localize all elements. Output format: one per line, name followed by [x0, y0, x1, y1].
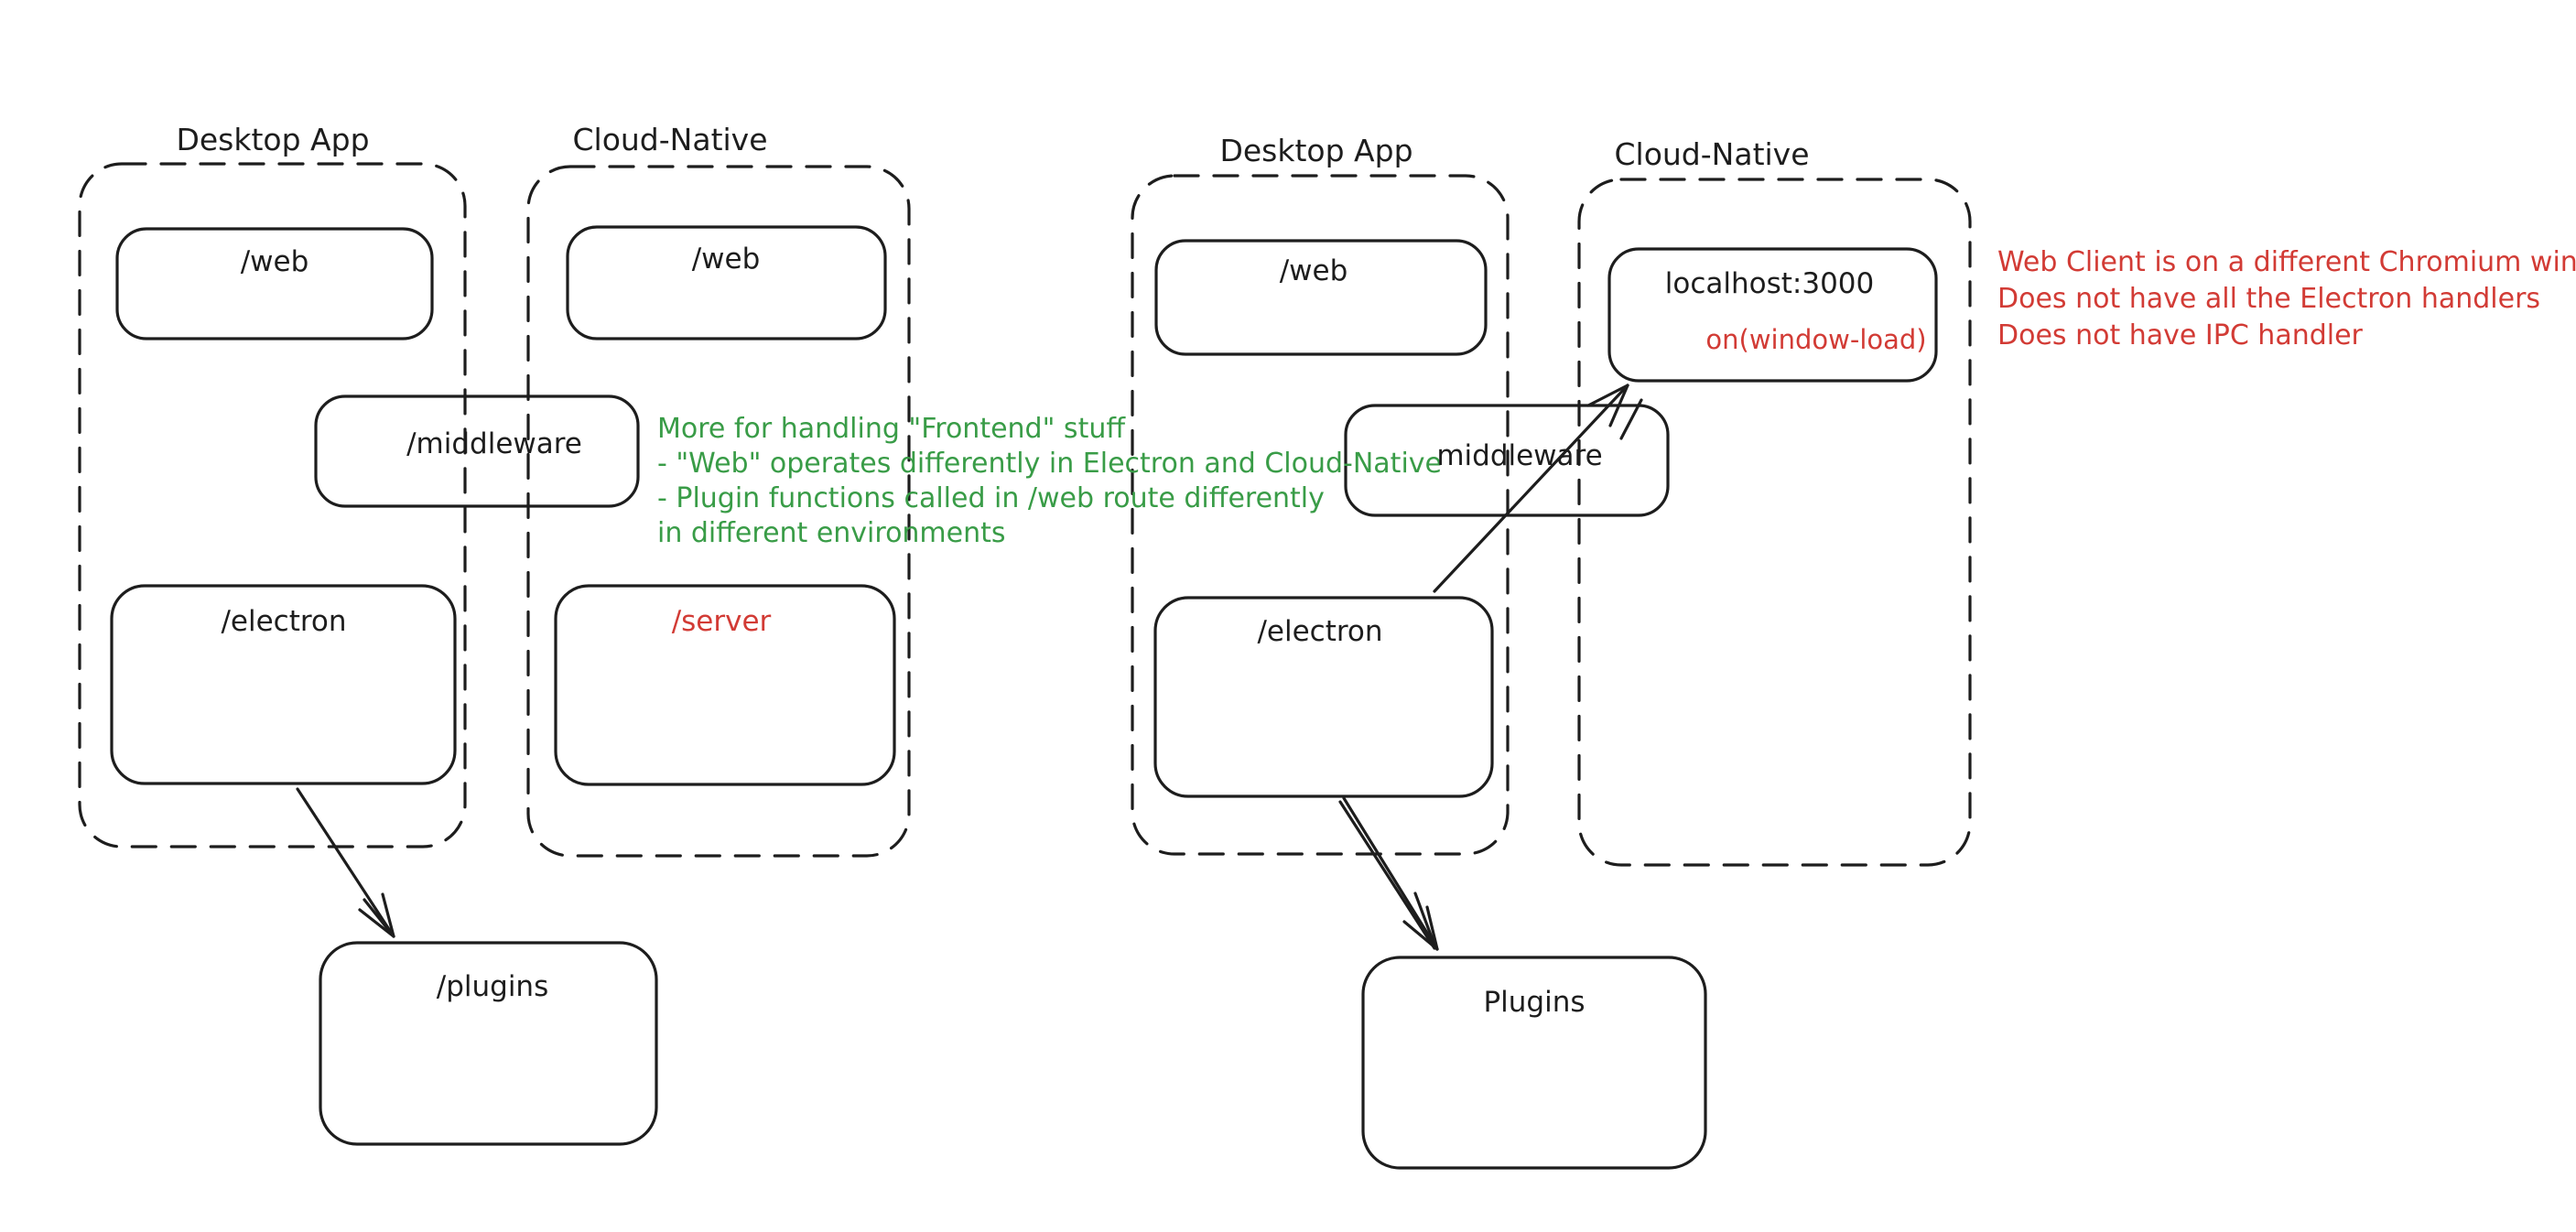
left-electron-to-plugins-arrow[interactable] [296, 787, 395, 938]
right-electron-label: /electron [1257, 615, 1383, 648]
left-plugins-box[interactable] [319, 941, 658, 1146]
on-window-load-label: on(window-load) [1705, 324, 1927, 355]
green-annotation-line-3[interactable]: - Plugin functions called in /web route … [657, 482, 1325, 514]
right-plugins-box[interactable] [1361, 956, 1707, 1170]
right-electron-box[interactable] [1153, 596, 1494, 798]
right-middleware-label: middleware [1436, 439, 1603, 472]
red-annotation-line-3[interactable]: Does not have IPC handler [1997, 319, 2363, 351]
left-web-cloud-label: /web [691, 243, 761, 276]
left-server-label: /server [671, 605, 772, 638]
right-cloud-native-title[interactable]: Cloud-Native [1614, 136, 1810, 172]
red-annotation-line-1[interactable]: Web Client is on a different Chromium wi… [1997, 246, 2576, 278]
right-web-box[interactable] [1154, 239, 1488, 356]
red-annotation-line-2[interactable]: Does not have all the Electron handlers [1997, 283, 2541, 315]
left-middleware-box[interactable] [314, 394, 640, 508]
left-plugins-label: /plugins [436, 970, 549, 1003]
right-plugins-label: Plugins [1483, 986, 1586, 1019]
left-middleware-label: /middleware [406, 427, 582, 460]
localhost-box[interactable] [1607, 247, 1938, 383]
right-desktop-app-title[interactable]: Desktop App [1219, 133, 1413, 168]
right-web-label: /web [1279, 254, 1348, 287]
left-cloud-native-container[interactable] [526, 165, 911, 858]
left-cloud-native-title[interactable]: Cloud-Native [572, 122, 768, 157]
localhost-label: localhost:3000 [1664, 267, 1875, 300]
right-electron-to-plugins-arrow[interactable] [1338, 796, 1439, 951]
right-electron-to-localhost-arrow[interactable] [1433, 384, 1643, 593]
left-desktop-app-title[interactable]: Desktop App [176, 122, 370, 157]
green-annotation-line-2[interactable]: - "Web" operates differently in Electron… [657, 448, 1442, 480]
left-server-box[interactable] [554, 584, 896, 786]
green-annotation-line-4[interactable]: in different environments [657, 517, 1006, 549]
right-cloud-native-container[interactable] [1577, 178, 1972, 867]
left-desktop-app-container[interactable] [78, 162, 467, 848]
green-annotation-line-1[interactable]: More for handling "Frontend" stuff [657, 413, 1126, 445]
left-web-desktop-label: /web [240, 245, 309, 278]
left-electron-label: /electron [221, 605, 347, 638]
left-web-box-cloud[interactable] [566, 225, 887, 340]
left-web-box-desktop[interactable] [115, 227, 434, 340]
left-electron-box[interactable] [110, 584, 457, 785]
